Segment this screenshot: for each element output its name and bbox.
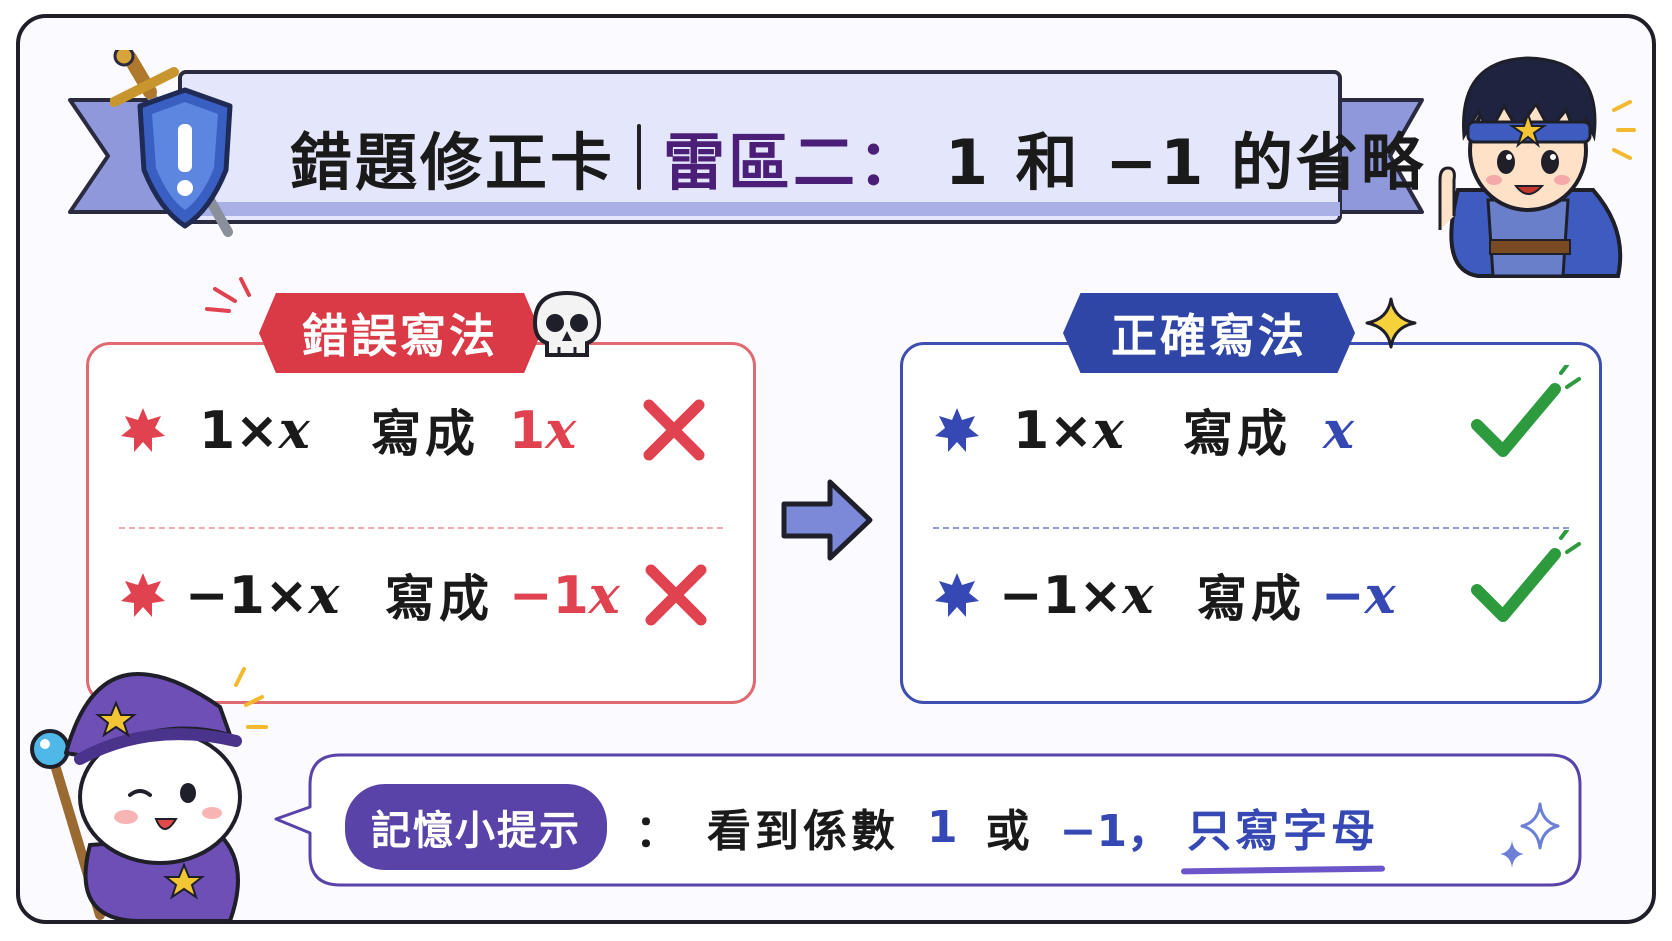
correct-badge: 正確寫法 <box>1063 293 1355 373</box>
red-star-bullet-icon <box>121 408 165 452</box>
green-check-icon <box>1471 530 1581 622</box>
correct-row-2: −1×x 寫成 −x <box>903 530 1599 650</box>
correct-expression-2: −1×x <box>999 564 1154 626</box>
written-as-label: 寫成 <box>1183 405 1291 463</box>
tip-number-1: 1 <box>927 801 958 853</box>
hero-character-icon <box>1438 56 1636 278</box>
written-as-label: 寫成 <box>371 405 479 463</box>
blue-star-bullet-icon <box>935 408 979 452</box>
sparkle-icon <box>1500 802 1560 868</box>
green-check-icon <box>1471 365 1581 457</box>
sparkle-icon <box>1365 297 1417 349</box>
correct-expression-1: 1×x <box>1013 399 1124 461</box>
written-as-label: 寫成 <box>385 570 493 628</box>
wizard-cat-icon <box>30 667 268 923</box>
wrong-row-2: −1×x 寫成 −1x <box>89 540 753 650</box>
correct-writing-panel: 正確寫法 1×x 寫成 x −1×x 寫成 −x <box>900 293 1602 704</box>
page-title: 錯題修正卡 雷區二： 1 和 −1 的省略 <box>290 112 1426 202</box>
alert-lines-icon <box>205 277 251 313</box>
tip-label: 記憶小提示 <box>345 784 607 870</box>
correct-answer-2: −x <box>1321 564 1396 626</box>
title-topic: 雷區二： <box>663 126 924 199</box>
tip-number-2: −1， <box>1059 806 1172 857</box>
red-star-bullet-icon <box>121 573 165 617</box>
right-arrow-icon <box>781 479 873 561</box>
correct-row-1: 1×x 寫成 x <box>903 365 1599 485</box>
wrong-expression-1: 1×x <box>199 399 310 461</box>
red-cross-icon <box>645 564 707 626</box>
tip-emphasis: 只寫字母 <box>1187 795 1379 859</box>
tip-or: 或 <box>985 806 1032 857</box>
wrong-row-1: 1×x 寫成 1x <box>89 375 753 485</box>
tip-colon: ： <box>635 806 679 857</box>
title-separator <box>637 124 642 190</box>
red-cross-icon <box>643 399 705 461</box>
written-as-label: 寫成 <box>1197 570 1305 628</box>
panel-divider <box>119 527 723 529</box>
wrong-badge: 錯誤寫法 <box>259 293 541 373</box>
shield-sword-icon <box>110 50 233 237</box>
wrong-expression-2: −1×x <box>185 564 340 626</box>
title-ribbon: 錯題修正卡 雷區二： 1 和 −1 的省略 <box>60 62 1430 252</box>
tip-text: 看到係數 <box>707 806 899 857</box>
title-rest: 1 和 −1 的省略 <box>945 126 1427 199</box>
memory-tip: 記憶小提示 ： 看到係數 1 或 −1， 只寫字母 <box>345 782 1379 872</box>
panel-divider <box>933 527 1569 529</box>
wrong-answer-1: 1x <box>509 399 577 461</box>
wrong-answer-2: −1x <box>509 564 620 626</box>
wrong-writing-panel: 錯誤寫法 1×x 寫成 1x −1×x 寫成 −1x <box>86 277 756 704</box>
title-main: 錯題修正卡 <box>290 126 616 199</box>
correct-answer-1: x <box>1323 399 1355 461</box>
skull-icon <box>532 290 602 357</box>
blue-star-bullet-icon <box>935 573 979 617</box>
